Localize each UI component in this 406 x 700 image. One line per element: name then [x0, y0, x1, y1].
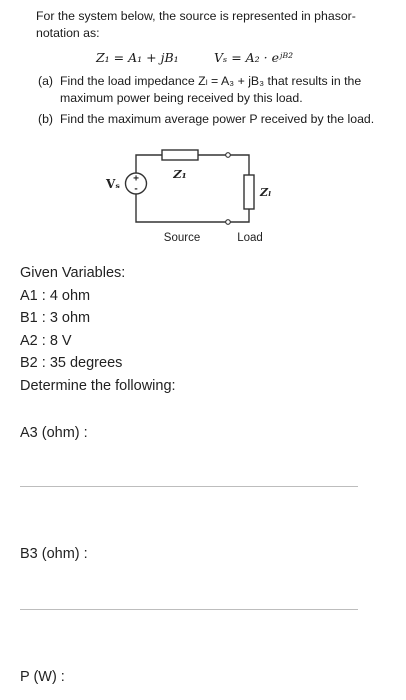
load-label: Load	[237, 232, 263, 244]
given-item: B1 : 3 ohm	[20, 310, 91, 327]
part-a-text: Find the load impedance Zₗ = A₃ + jB₃ th…	[60, 74, 362, 105]
source-label: Source	[164, 232, 200, 244]
zl-load-box	[243, 174, 255, 210]
vs-label: Vₛ	[105, 177, 120, 191]
given-item: A1 : 4 ohm	[20, 287, 91, 304]
answer-a3-label: A3 (ohm) :	[20, 425, 88, 441]
problem-intro: For the system below, the source is repr…	[36, 9, 356, 40]
given-item: A2 : 8 V	[20, 332, 72, 349]
answer-b3-input[interactable]	[20, 609, 358, 610]
wire-load-top	[228, 154, 250, 175]
circuit-diagram: + - Vₛ Z₁ Zₗ Source Load	[105, 149, 271, 244]
given-heading: Given Variables:	[20, 265, 126, 281]
given-variables: Given Variables: A1 : 4 ohm B1 : 3 ohm A…	[20, 262, 390, 398]
part-b: (b) Find the maximum average power P rec…	[36, 111, 396, 128]
wire-top-left	[135, 154, 162, 173]
wire-load-bottom	[228, 209, 250, 223]
part-a-tag: (a)	[38, 74, 54, 88]
equation-z1: Z₁ = A₁ + jB₁	[96, 50, 179, 65]
determine-heading: Determine the following:	[20, 377, 176, 394]
wire-bottom	[135, 194, 228, 223]
part-b-tag: (b)	[38, 112, 54, 126]
source-plus-sign: +	[133, 174, 139, 185]
answer-a3-input[interactable]	[20, 486, 358, 487]
z1-resistor	[161, 149, 199, 161]
answer-b3-label: B3 (ohm) :	[20, 546, 88, 562]
source-minus-sign: -	[134, 184, 137, 195]
problem-statement: For the system below, the source is repr…	[36, 8, 396, 128]
z1-label: Z₁	[172, 167, 186, 181]
voltage-source	[124, 172, 148, 195]
equation-vs: Vₛ = A₂ · eʲᴮ²	[214, 50, 294, 65]
part-b-text: Find the maximum average power P receive…	[60, 112, 375, 126]
phasor-equations: Z₁ = A₁ + jB₁ Vₛ = A₂ · eʲᴮ²	[36, 47, 396, 69]
zl-label: Zₗ	[259, 186, 271, 199]
answer-p-label: P (W) :	[20, 669, 65, 685]
part-a: (a) Find the load impedance Zₗ = A₃ + jB…	[36, 73, 396, 107]
given-item: B2 : 35 degrees	[20, 355, 123, 372]
terminal-bottom	[225, 219, 231, 225]
terminal-top	[225, 152, 231, 158]
